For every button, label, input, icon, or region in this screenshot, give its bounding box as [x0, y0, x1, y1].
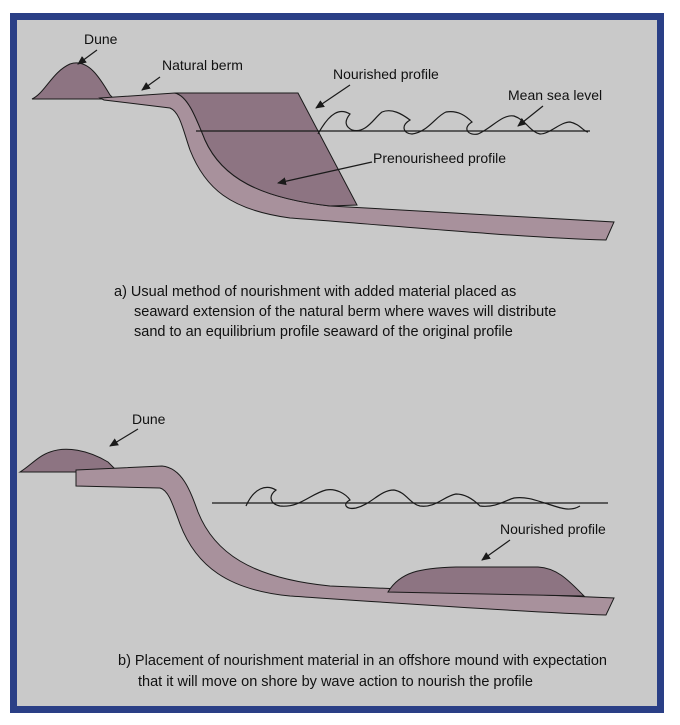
- arrow-dune-a: [77, 49, 98, 65]
- profile-b: [75, 465, 615, 616]
- caption-b-line-1: b) Placement of nourishment material in …: [118, 653, 607, 669]
- caption-a-line-3: sand to an equilibrium profile seaward o…: [134, 324, 513, 340]
- dune-a: [31, 62, 116, 100]
- waves-a: [317, 110, 589, 135]
- panel-a: Dune Natural berm Nourished profile Mean…: [31, 31, 615, 340]
- original-profile-a: [98, 92, 615, 241]
- nourished-fill-a: [174, 92, 358, 207]
- label-mean-sea-level-a: Mean sea level: [508, 87, 602, 103]
- dune-b: [18, 448, 120, 473]
- panel-b: Dune Nourished profile b) Placement of n…: [18, 411, 615, 690]
- caption-b-line-2: that it will move on shore by wave actio…: [138, 674, 533, 690]
- arrow-natural-berm-a: [141, 76, 161, 91]
- caption-a-line-1: a) Usual method of nourishment with adde…: [114, 284, 516, 300]
- offshore-mound-b: [387, 566, 586, 597]
- label-nourished-profile-b: Nourished profile: [500, 521, 606, 537]
- label-natural-berm-a: Natural berm: [162, 57, 243, 73]
- label-dune-b: Dune: [132, 411, 166, 427]
- arrow-prenourished-profile-a: [277, 161, 373, 186]
- label-nourished-profile-a: Nourished profile: [333, 66, 439, 82]
- caption-a-line-2: seaward extension of the natural berm wh…: [134, 304, 556, 320]
- arrow-mean-sea-level-a: [517, 105, 544, 127]
- label-prenourished-profile-a: Prenourisheed profile: [373, 150, 506, 166]
- waves-b: [245, 486, 581, 510]
- label-dune-a: Dune: [84, 31, 118, 47]
- arrow-dune-b: [109, 428, 139, 447]
- arrow-nourished-profile-b: [481, 539, 511, 561]
- arrow-nourished-profile-a: [315, 84, 351, 109]
